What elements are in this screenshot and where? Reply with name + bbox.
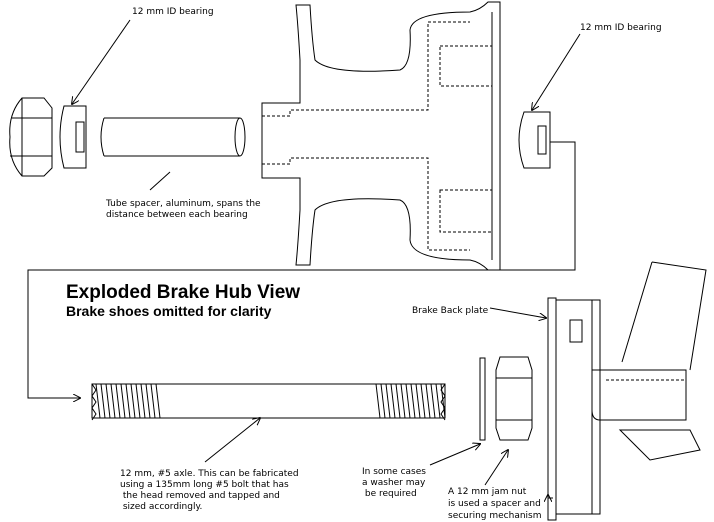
thread-line [410,383,416,419]
brake-back-plate [547,261,707,521]
label-washer-line-2: a washer may [362,478,426,488]
label-axle-line-1: 12 mm, #5 axle. This can be fabricated [120,469,299,479]
thread-line [105,383,111,419]
axle [91,383,446,421]
axle-threads [95,383,446,419]
thread-line [425,383,431,419]
thread-line [145,383,151,419]
tube-spacer [100,117,246,157]
thread-line [95,383,101,419]
left-cap-nut [9,97,53,177]
thread-line [435,383,441,419]
label-back-plate: Brake Back plate [412,306,489,316]
label-axle-line-3: the head removed and tapped and [120,491,280,501]
thread-line [375,383,381,419]
thread-line [440,383,446,419]
assembly-path-arrow [27,141,576,398]
thread-line [400,383,406,419]
label-axle-line-2: using a 135mm long #5 bolt that has [120,480,289,490]
leader-lines [72,19,581,498]
label-axle-line-4: sized accordingly. [120,502,202,512]
right-bearing [518,111,551,169]
thread-line [140,383,146,419]
thread-line [100,383,106,419]
thread-line [415,383,421,419]
label-jam-nut-line-1: A 12 mm jam nut [448,487,527,497]
thread-line [120,383,126,419]
washer [479,357,486,441]
label-right-bearing: 12 mm ID bearing [580,23,662,33]
label-left-bearing: 12 mm ID bearing [132,7,214,17]
thread-line [385,383,391,419]
diagram-subtitle: Brake shoes omitted for clarity [66,303,272,319]
thread-line [135,383,141,419]
jam-nut [495,356,533,441]
thread-line [150,383,156,419]
thread-line [405,383,411,419]
label-tube-line-1: Tube spacer, aluminum, spans the [105,199,261,209]
thread-line [115,383,121,419]
label-jam-nut-line-2: is used a spacer and [448,499,541,509]
label-tube-line-2: distance between each bearing [106,210,248,220]
thread-line [430,383,436,419]
thread-line [110,383,116,419]
thread-line [130,383,136,419]
thread-line [380,383,386,419]
label-jam-nut-line-3: securing mechanism [448,511,542,521]
left-bearing [59,105,87,169]
thread-line [155,383,161,419]
label-washer-line-3: be required [362,489,417,499]
label-washer-line-1: In some cases [362,467,426,477]
thread-line [395,383,401,419]
diagram-title: Exploded Brake Hub View [66,282,300,303]
thread-line [125,383,131,419]
thread-line [390,383,396,419]
hub-body [261,1,501,271]
thread-line [420,383,426,419]
